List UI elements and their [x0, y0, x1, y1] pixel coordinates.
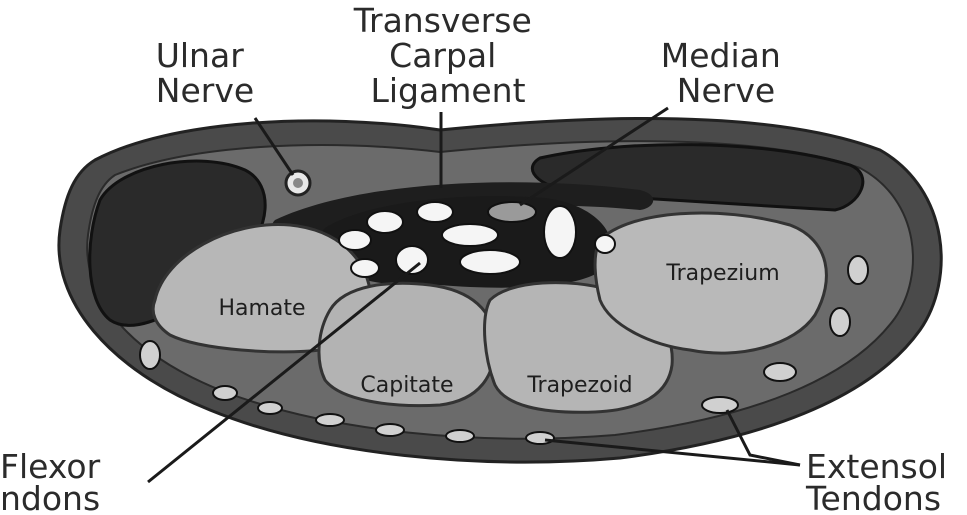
median-nerve [488, 202, 536, 222]
extensor-tendon [316, 414, 344, 426]
extensor-tendon [526, 432, 554, 444]
flexor-tendon [460, 250, 520, 274]
extensor-tendon [848, 256, 868, 284]
label-extensor-tendons: Extensol Tendons [805, 447, 958, 515]
flexor-tendon [442, 224, 498, 246]
flexor-tendon [417, 202, 453, 222]
flexor-tendon [351, 259, 379, 277]
label-hamate: Hamate [218, 296, 305, 321]
extensor-tendon [446, 430, 474, 442]
extensor-tendon [830, 308, 850, 336]
extensor-tendon [140, 341, 160, 369]
extensor-tendon [258, 402, 282, 414]
label-median-nerve: Median Nerve [661, 36, 792, 110]
extensor-tendon [764, 363, 796, 381]
extensor-tendon [702, 397, 738, 413]
label-trapezoid: Trapezoid [526, 373, 632, 398]
flexor-tendon [339, 230, 371, 250]
label-flexor-tendons: Flexor ndons [0, 447, 111, 515]
flexor-tendon [367, 211, 403, 233]
extensor-tendon [213, 386, 237, 400]
flexor-tendon [544, 206, 576, 258]
label-transverse-carpal-ligament: Transverse Carpal Ligament [353, 1, 543, 110]
label-capitate: Capitate [360, 373, 453, 398]
label-ulnar-nerve: Ulnar Nerve [156, 36, 255, 110]
label-trapezium: Trapezium [665, 261, 779, 286]
ulnar-nerve-core [293, 178, 303, 188]
flexor-tendon [595, 235, 615, 253]
extensor-tendon [376, 424, 404, 436]
